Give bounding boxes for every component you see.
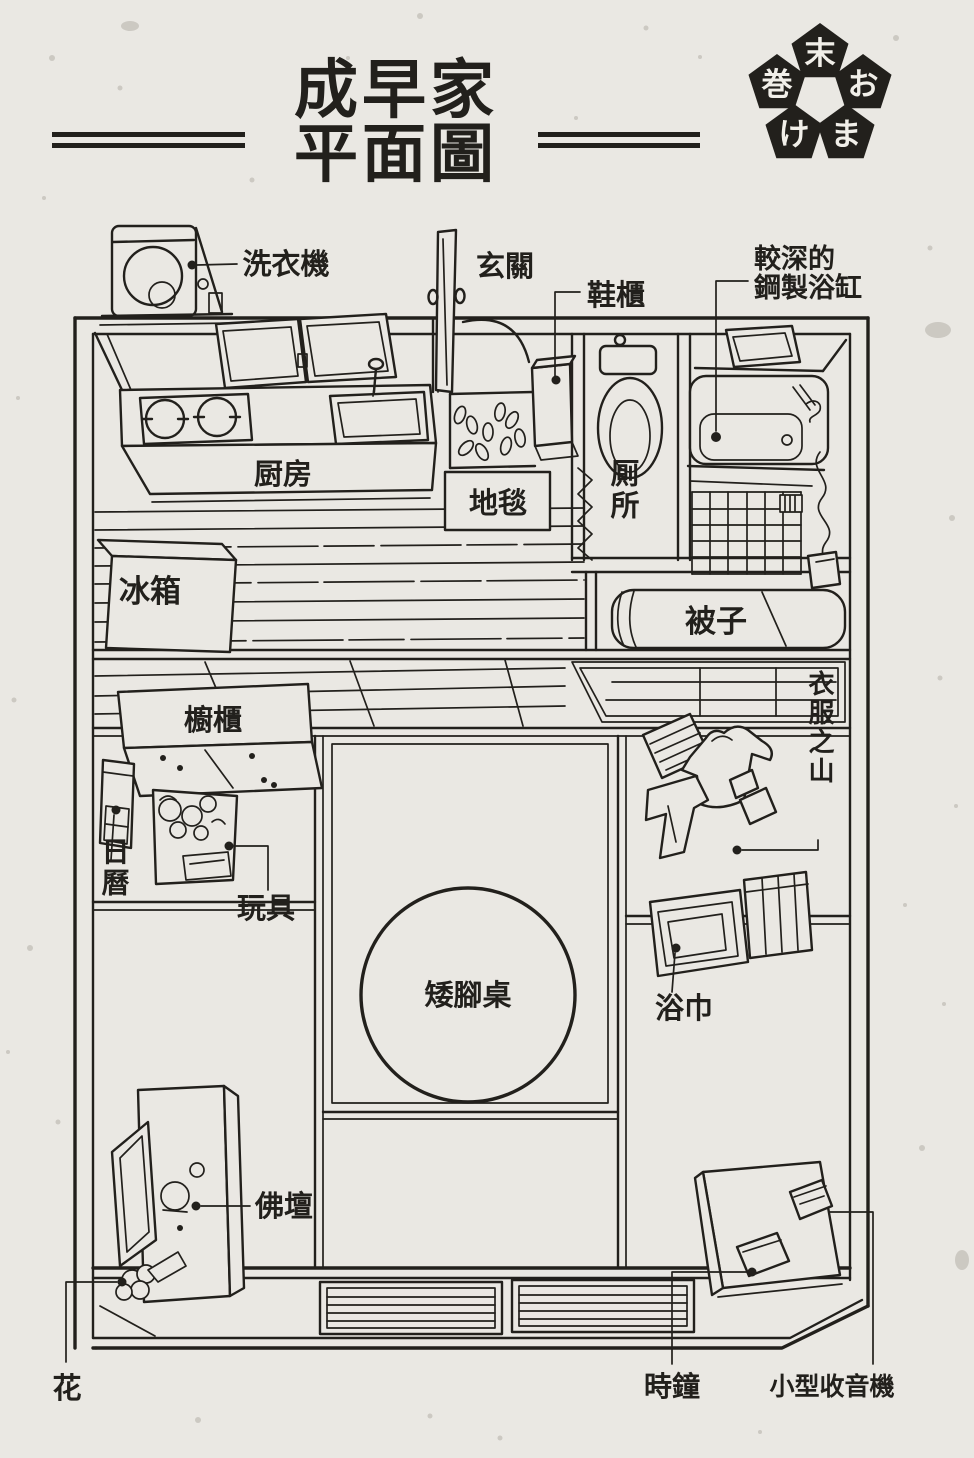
closet-quilt: 被子: [610, 588, 847, 650]
label-clock: 時鐘: [644, 1370, 700, 1402]
badge-pentagon-lower-right: [817, 103, 875, 159]
title-rule-right: [538, 132, 700, 148]
label-entrance: 玄關: [476, 249, 534, 283]
bathroom-window: [724, 324, 802, 369]
paper-speckles: [6, 13, 969, 1441]
kitchen-corner-line: [93, 331, 124, 392]
stove-burners: [138, 392, 254, 446]
label-clothes-mountain: 衣服之山: [805, 669, 835, 786]
floor-plan: 厨房 洗衣機: [52, 224, 895, 1405]
bath-tap-icon: [805, 400, 822, 423]
label-fridge: 冰箱: [119, 574, 181, 609]
fridge: 冰箱: [96, 538, 238, 654]
leader-calendar: [110, 805, 121, 861]
label-toilet: 厠所: [606, 458, 640, 522]
leader-bath-towel: [671, 943, 681, 993]
round-low-table: 矮腳桌: [359, 886, 577, 1104]
engawa-veranda: [99, 1278, 696, 1337]
badge-pentagon-lower-left: [765, 103, 823, 159]
badge-pentagon-top: [791, 23, 849, 78]
label-rug: 地毯: [469, 486, 527, 520]
label-quilt: 被子: [685, 604, 747, 639]
leader-shoe-cabinet: [551, 291, 581, 385]
leader-washing-machine: [187, 260, 238, 270]
kitchen-sink: [328, 357, 430, 446]
leader-bathtub: [711, 280, 749, 442]
label-radio: 小型收音機: [769, 1372, 894, 1401]
badge-char-upper-right: お: [848, 67, 879, 102]
cupboard: 櫥櫃: [116, 682, 324, 798]
leader-radio: [829, 1211, 874, 1365]
corner-table: [693, 1160, 843, 1298]
tatami-band: [91, 659, 852, 737]
kitchen: 厨房: [93, 312, 438, 503]
tatami-grid: [91, 734, 852, 1270]
toilet-room: 厠所: [577, 333, 664, 561]
shutter-panel-1: [318, 1280, 504, 1336]
quilt-futon: [610, 588, 847, 650]
label-bathtub-line2: 鋼製浴缸: [754, 272, 862, 303]
label-kitchen: 厨房: [254, 458, 312, 491]
kitchen-counter-front: [120, 441, 438, 496]
leader-altar: [191, 1201, 251, 1211]
bathtub: [688, 374, 830, 466]
toy-box: [151, 788, 239, 886]
leader-toys: [224, 841, 269, 891]
header: 成早家 平面圖: [52, 53, 700, 192]
toilet-tank: [598, 344, 658, 376]
leader-clock: [671, 1267, 757, 1365]
wall-calendar: [98, 758, 136, 850]
door-swing-arc: [461, 318, 531, 364]
rug: 地毯: [443, 470, 552, 532]
label-bath-towel: 浴巾: [655, 992, 713, 1025]
title-rule-left: [52, 132, 245, 148]
leader-flower: [65, 1277, 127, 1363]
label-calendar: 日曆: [99, 837, 130, 899]
label-bathtub-line1: 較深的: [754, 243, 835, 274]
shirt-shape: [680, 725, 773, 809]
toilet-folding-door: [577, 467, 593, 561]
leader-clothes-mountain: [732, 839, 819, 855]
alarm-clock: [735, 1231, 791, 1278]
buddhist-altar: [110, 1084, 246, 1304]
clothes-pile: [641, 712, 778, 860]
badge-char-lower-right: ま: [831, 117, 862, 152]
label-cupboard: 櫥櫃: [184, 703, 242, 737]
door-knob-icon: [427, 288, 439, 306]
flower: [115, 1251, 187, 1301]
badge-pentagon-upper-left: [748, 54, 806, 109]
shower-hose: [806, 451, 842, 590]
label-flower: 花: [52, 1372, 81, 1405]
page-title-line1: 成早家: [294, 53, 498, 128]
tile-floor: [691, 491, 803, 575]
volume-end-badge: 末 巻 お け ま: [748, 23, 892, 159]
scattered-shoes: [453, 402, 527, 462]
kitchen-windows: [214, 312, 398, 390]
entrance-genkan: [427, 228, 537, 470]
pants-shape: [644, 774, 710, 860]
label-toys: 玩具: [237, 893, 295, 925]
entrance-door: [434, 228, 458, 394]
label-low-table: 矮腳桌: [424, 979, 511, 1012]
label-altar: 佛壇: [254, 1189, 313, 1223]
badge-char-upper-left: 巻: [762, 67, 793, 102]
washing-machine: [99, 224, 236, 326]
label-washing-machine: 洗衣機: [242, 248, 329, 281]
radio: [788, 1178, 834, 1221]
badge-pentagon-upper-right: [834, 54, 892, 109]
altar-open-door: [110, 1120, 158, 1268]
bathroom: [686, 324, 848, 590]
altar-bell-icon: [160, 1181, 190, 1211]
badge-char-top: 末: [805, 36, 836, 71]
badge-char-lower-left: け: [779, 117, 810, 152]
label-shoe-cabinet: 鞋櫃: [587, 279, 645, 312]
page-title-line2: 平面圖: [294, 117, 498, 192]
shoe-cabinet: [530, 354, 579, 461]
shutter-panel-2: [510, 1278, 696, 1334]
toilet-bowl: [596, 376, 664, 480]
